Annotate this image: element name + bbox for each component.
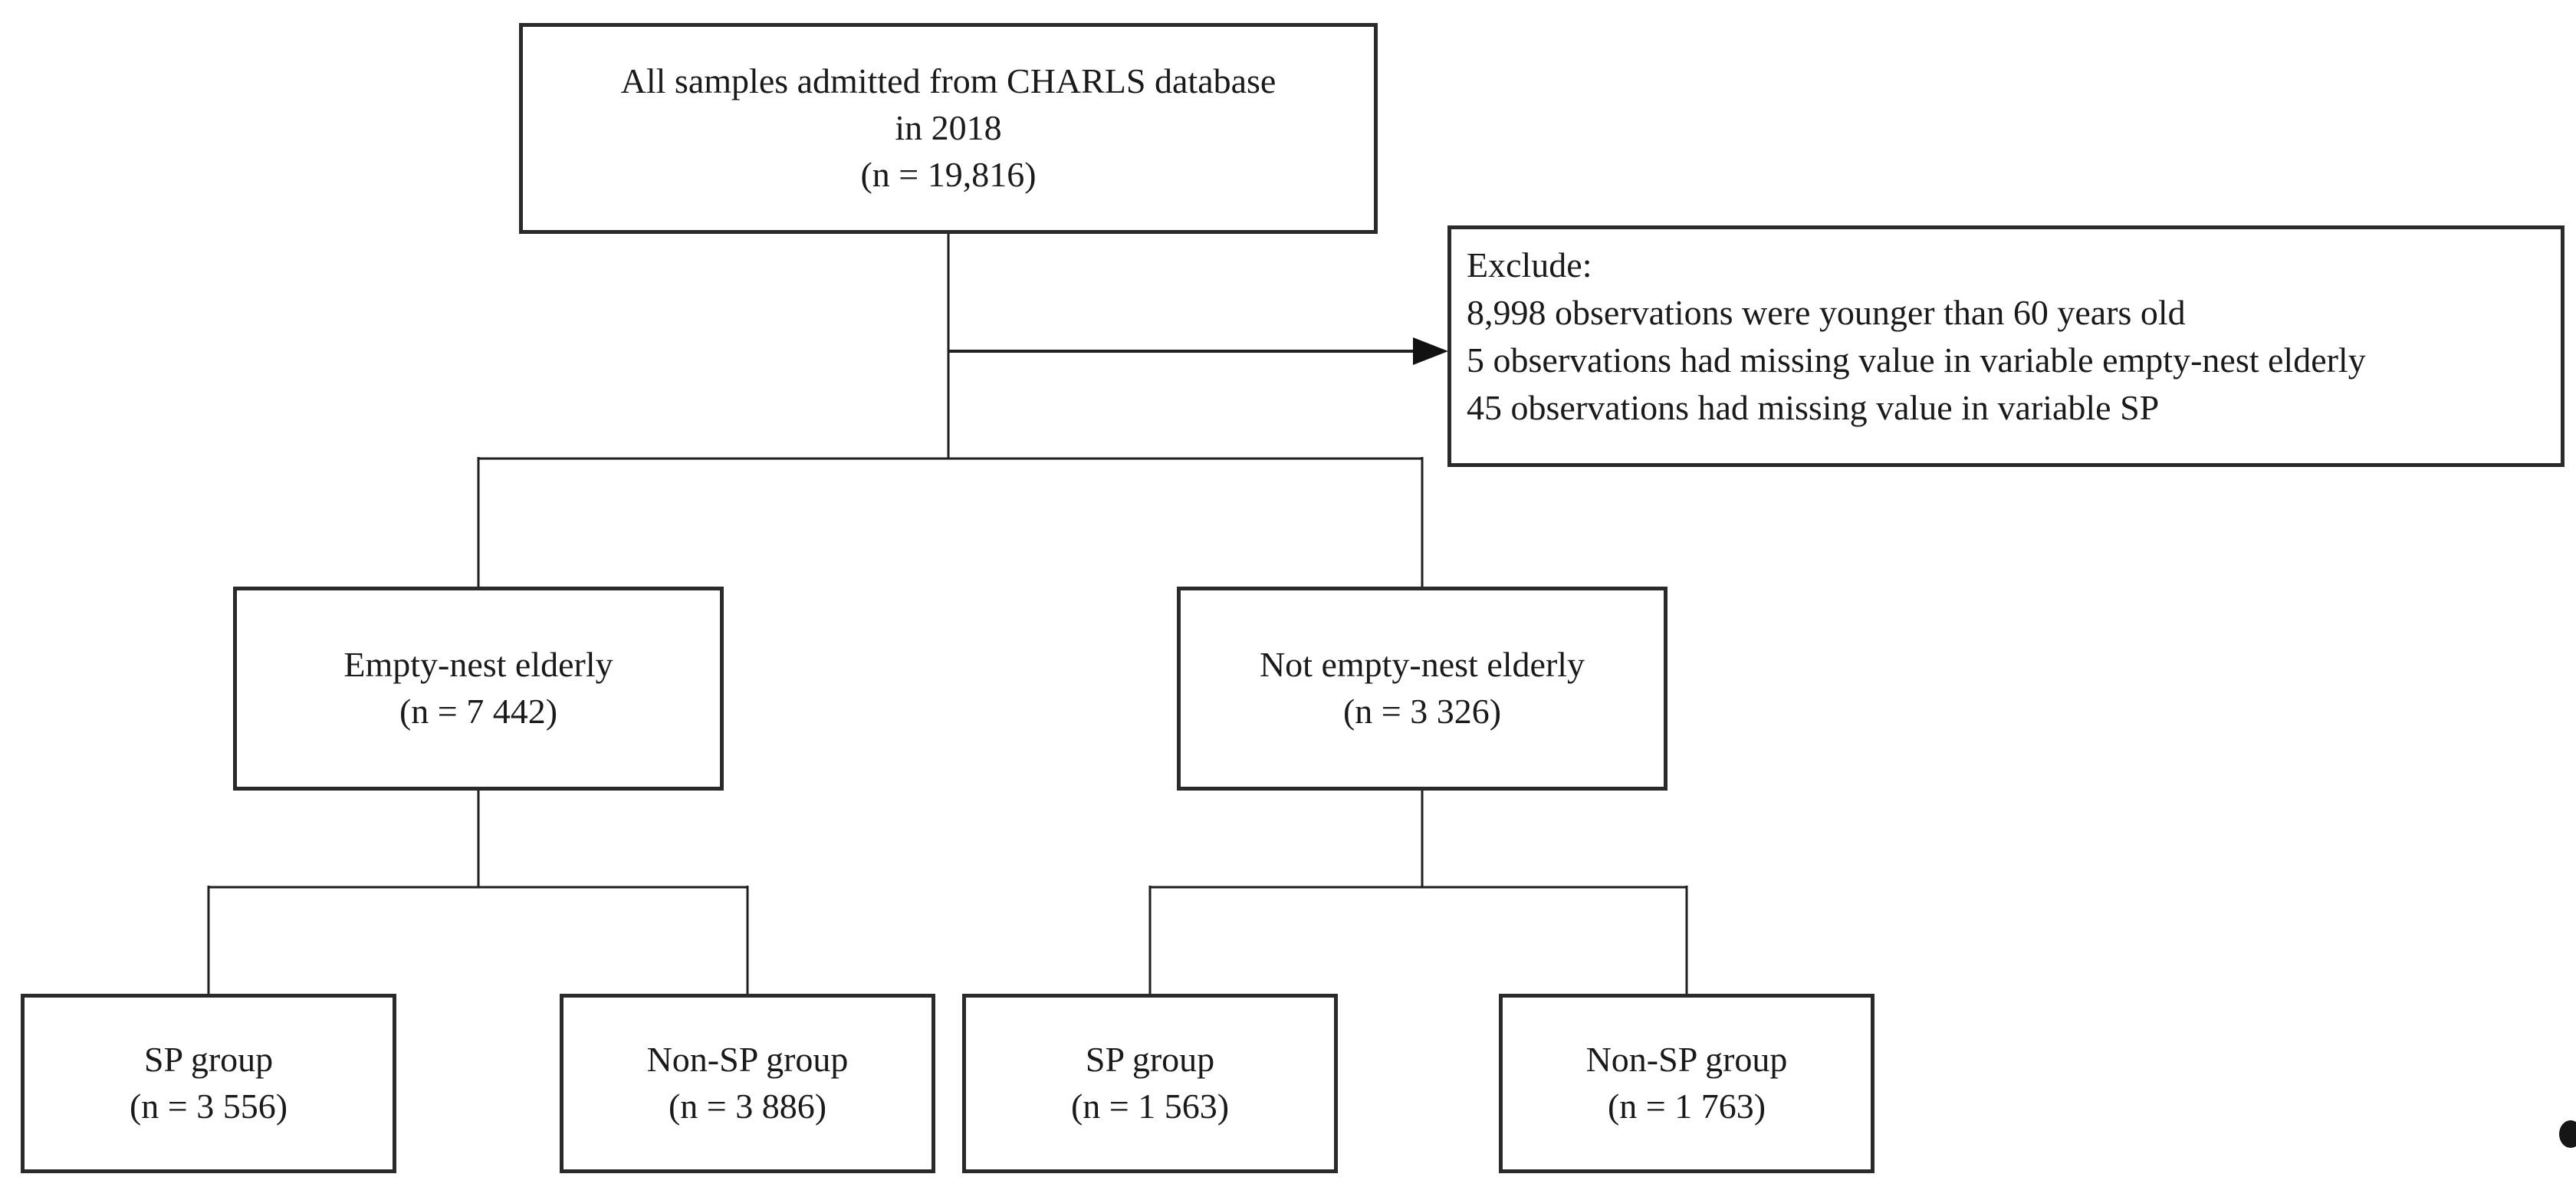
empty-nest-sp-group-count: (n = 3 556) [129, 1087, 288, 1126]
exclude-heading: Exclude: [1467, 245, 1592, 284]
exclude-item: 8,998 observations were younger than 60 … [1467, 293, 2186, 333]
root-box-count: (n = 19,816) [860, 154, 1037, 194]
not-empty-nest-non-sp-group-label: Non-SP group [1585, 1040, 1788, 1080]
not-empty-nest-sp-group-box: SP group (n = 1 563) [962, 994, 1338, 1173]
not-empty-nest-non-sp-group-count: (n = 1 763) [1607, 1087, 1766, 1126]
empty-nest-sp-group-label: SP group [143, 1040, 274, 1080]
empty-nest-elderly-box: Empty-nest elderly (n = 7 442) [233, 587, 724, 791]
not-empty-nest-non-sp-group-box: Non-SP group (n = 1 763) [1499, 994, 1875, 1173]
exclude-arrowhead-icon [1413, 337, 1448, 365]
root-box-title: All samples admitted from CHARLS databas… [620, 61, 1276, 101]
empty-nest-non-sp-group-box: Non-SP group (n = 3 886) [560, 994, 935, 1173]
exclude-box: Exclude: 8,998 observations were younger… [1447, 225, 2564, 467]
root-box: All samples admitted from CHARLS databas… [519, 23, 1378, 234]
not-empty-nest-sp-group-count: (n = 1 563) [1070, 1087, 1230, 1126]
not-empty-nest-elderly-label: Not empty-nest elderly [1259, 645, 1585, 685]
empty-nest-non-sp-group-label: Non-SP group [646, 1040, 849, 1080]
empty-nest-sp-group-box: SP group (n = 3 556) [21, 994, 396, 1173]
empty-nest-elderly-label: Empty-nest elderly [343, 645, 613, 685]
not-empty-nest-sp-group-label: SP group [1085, 1040, 1215, 1080]
edge-artifact-mark [2559, 1120, 2576, 1148]
empty-nest-non-sp-group-count: (n = 3 886) [668, 1087, 827, 1126]
not-empty-nest-elderly-box: Not empty-nest elderly (n = 3 326) [1177, 587, 1668, 791]
not-empty-nest-elderly-count: (n = 3 326) [1342, 692, 1502, 731]
exclude-item: 5 observations had missing value in vari… [1467, 340, 2366, 380]
exclude-item: 45 observations had missing value in var… [1467, 388, 2160, 428]
root-box-subtitle: in 2018 [895, 108, 1002, 148]
empty-nest-elderly-count: (n = 7 442) [399, 692, 558, 731]
